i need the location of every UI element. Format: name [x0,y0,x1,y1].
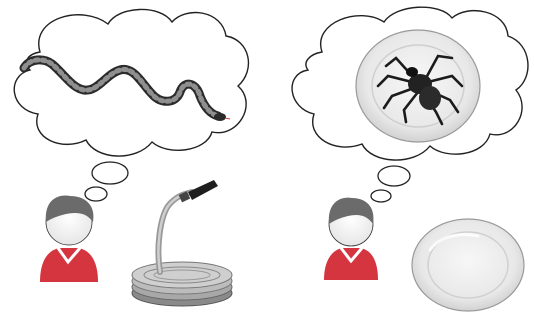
right-thought-bubble-large [378,166,410,186]
left-thought-bubble-medium [85,187,107,201]
right-person-shirt [324,248,378,280]
left-thought-cloud [14,9,248,156]
left-person [40,196,98,282]
right-thought-bubble-medium [371,190,391,202]
coiled-hose [132,180,232,306]
left-thought-bubble-large [92,162,128,184]
left-person-shirt [40,248,98,282]
empty-plate [412,219,524,311]
right-person [324,198,378,280]
right-scene [292,7,528,311]
spider-on-plate-image [356,30,480,142]
left-scene [14,9,248,306]
